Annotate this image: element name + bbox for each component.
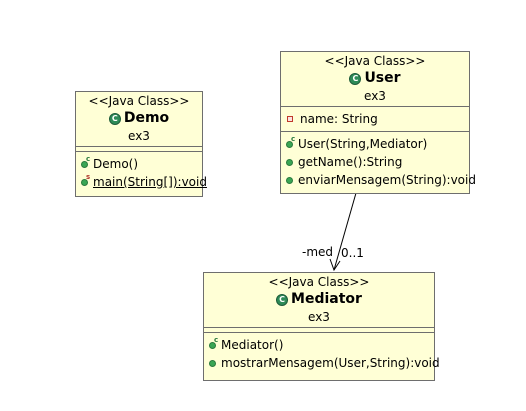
class-mediator-stereotype: <<Java Class>>: [268, 275, 370, 289]
attribute-label: name: String: [300, 112, 378, 126]
operation-label: Demo(): [93, 157, 139, 171]
operation-label: Mediator(): [221, 338, 284, 352]
class-demo-package: ex3: [128, 129, 150, 143]
class-demo-title: C Demo: [108, 109, 170, 128]
class-user-package: ex3: [364, 89, 386, 103]
operation-row[interactable]: c User(String,Mediator): [286, 135, 469, 153]
public-dot-icon: [286, 176, 293, 184]
class-demo[interactable]: <<Java Class>> C Demo ex3 c Demo() s mai…: [75, 91, 207, 197]
public-dot-icon: [286, 158, 293, 166]
class-demo-attributes: [76, 147, 202, 152]
attribute-row[interactable]: name: String: [286, 110, 469, 128]
public-dot-icon: c: [209, 336, 218, 349]
class-c-icon: C: [108, 112, 121, 125]
class-user[interactable]: <<Java Class>> C User ex3 name: String c…: [280, 51, 476, 194]
association-arrowhead: [329, 258, 341, 272]
class-demo-name: Demo: [123, 110, 170, 126]
class-user-stereotype: <<Java Class>>: [324, 54, 426, 68]
association-multiplicity-label: 0..1: [341, 246, 364, 260]
operation-row[interactable]: c Mediator(): [209, 336, 434, 354]
class-user-name: User: [364, 70, 401, 86]
private-square-icon: [287, 116, 293, 122]
class-c-icon: C: [349, 72, 362, 85]
class-mediator-package: ex3: [308, 310, 330, 324]
class-user-attributes: name: String: [281, 107, 469, 132]
class-mediator[interactable]: <<Java Class>> C Mediator ex3 c Mediator…: [203, 272, 440, 381]
class-user-operations: c User(String,Mediator) getName():String…: [281, 132, 476, 192]
operation-label: main(String[]):void: [93, 175, 207, 189]
operation-label: getName():String: [298, 155, 403, 169]
class-c-icon: C: [276, 293, 289, 306]
association-line: [333, 192, 357, 271]
class-user-title: C User: [349, 69, 401, 88]
public-dot-icon: [209, 359, 216, 367]
operation-row[interactable]: c Demo(): [81, 155, 202, 173]
class-mediator-name: Mediator: [291, 291, 362, 307]
operation-label: User(String,Mediator): [298, 137, 428, 151]
public-dot-icon: c: [81, 155, 90, 168]
public-dot-icon: c: [286, 135, 295, 148]
operation-label: enviarMensagem(String):void: [298, 173, 476, 187]
operation-row[interactable]: enviarMensagem(String):void: [286, 171, 476, 189]
association-role-label: -med: [302, 245, 334, 259]
class-mediator-attributes: [204, 328, 434, 333]
operation-row[interactable]: s main(String[]):void: [81, 173, 207, 191]
public-dot-icon: s: [81, 173, 90, 186]
class-demo-stereotype: <<Java Class>>: [88, 94, 190, 108]
operation-label: mostrarMensagem(User,String):void: [221, 356, 440, 370]
class-mediator-operations: c Mediator() mostrarMensagem(User,String…: [204, 333, 440, 375]
class-mediator-header: <<Java Class>> C Mediator ex3: [204, 273, 434, 328]
class-demo-header: <<Java Class>> C Demo ex3: [76, 92, 202, 147]
class-demo-operations: c Demo() s main(String[]):void: [76, 152, 207, 194]
operation-row[interactable]: mostrarMensagem(User,String):void: [209, 354, 440, 372]
class-user-header: <<Java Class>> C User ex3: [281, 52, 469, 107]
class-mediator-title: C Mediator: [276, 290, 362, 309]
operation-row[interactable]: getName():String: [286, 153, 469, 171]
